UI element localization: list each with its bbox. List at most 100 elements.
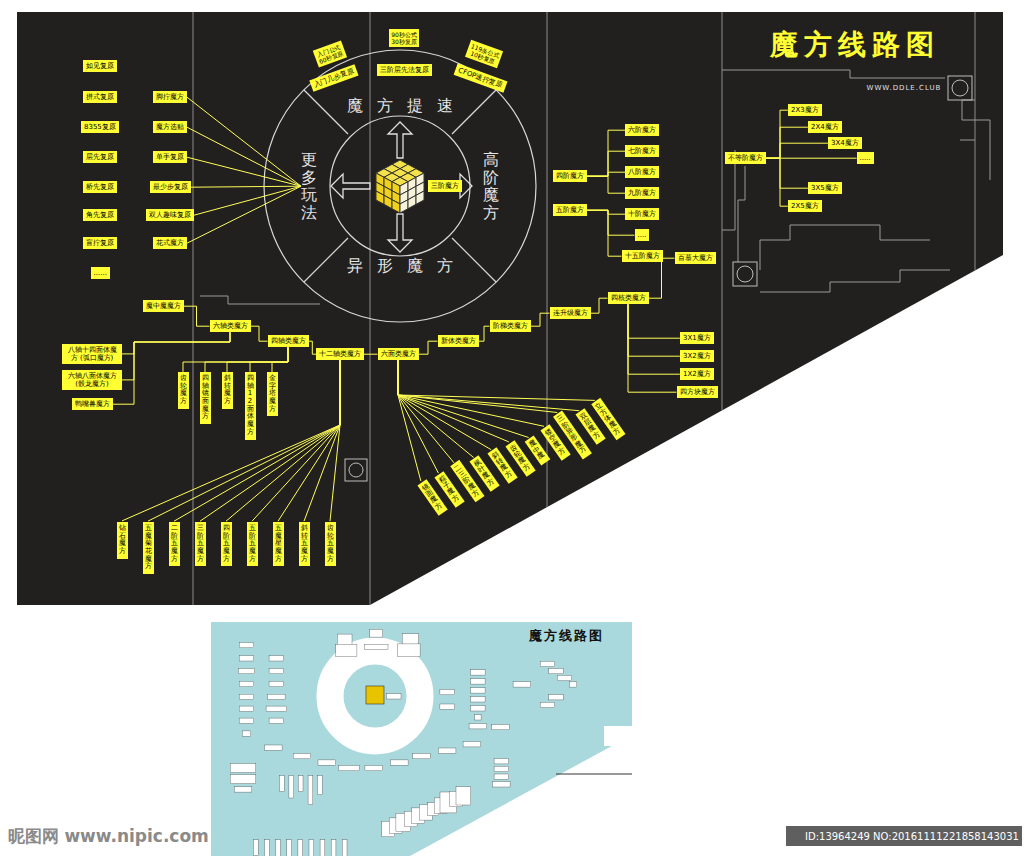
thumb-box <box>308 776 313 805</box>
connector <box>398 360 579 411</box>
box-label: 八轴十四面体魔方 (弧口魔方) <box>65 346 119 363</box>
box-label: 异形魔方 <box>347 257 467 275</box>
box-label: 四阶魔方 <box>556 172 584 180</box>
category-box: CFOP速拧复原 <box>453 63 507 93</box>
cube-sticker <box>408 195 416 208</box>
thumb-box <box>570 682 577 687</box>
connector <box>591 298 608 313</box>
thumb-box <box>239 694 254 699</box>
category-box: 三阶魔方 <box>428 180 462 192</box>
category-box: 四阶魔方 <box>553 170 587 182</box>
category-box: 十阶魔方 <box>625 208 659 220</box>
category-box: 单手复原 <box>153 151 187 163</box>
category-box: 魔方选贴 <box>153 121 187 133</box>
box-label: 不等阶魔方 <box>728 154 763 162</box>
cube-sticker <box>400 200 408 213</box>
thumb-box <box>265 840 270 856</box>
connector <box>252 360 340 521</box>
thumb-box <box>494 766 508 771</box>
thumb-box <box>309 840 314 856</box>
category-box: 层先复原 <box>83 151 117 163</box>
thumb-box <box>230 764 256 773</box>
category-box: 2X3魔方 <box>788 104 822 116</box>
thumb-box <box>287 840 292 856</box>
category-box: 六面类魔方 <box>378 348 419 360</box>
thumb-box <box>471 679 486 684</box>
connector <box>309 341 317 354</box>
category-box: 十五阶魔方 <box>622 250 663 262</box>
vertical-box: 四轴镜面魔方 <box>200 372 211 424</box>
box-label: 三阶魔方 <box>431 182 459 190</box>
category-box: 8355复原 <box>81 121 119 133</box>
category-box: 六轴类魔方 <box>210 320 251 332</box>
category-box: 3X2魔方 <box>680 350 714 362</box>
box-label: 九阶魔方 <box>628 189 656 197</box>
category-box: 十二轴类魔方 <box>316 348 364 360</box>
thumb-box <box>397 644 420 657</box>
box-label: 层先复原 <box>86 153 114 161</box>
thumb-box <box>254 840 259 856</box>
rubik-cube <box>376 160 424 213</box>
category-box: 盲拧复原 <box>83 237 117 249</box>
box-label: CFOP速拧复原 <box>456 66 503 90</box>
connector <box>187 97 301 186</box>
box-label: 四轴12面体魔方 <box>247 375 254 437</box>
thumb-title: 魔方线路图 <box>529 627 604 645</box>
box-label: 魔中魔 <box>528 439 547 462</box>
box-label: 新体类魔方 <box>441 337 476 345</box>
box-label: 三阶五魔方 <box>197 525 204 563</box>
vertical-box: 金字塔魔方 <box>267 372 278 416</box>
vertical-box: 四阶五魔方 <box>221 522 232 566</box>
thumb-box <box>492 725 510 730</box>
thumb-box <box>438 748 456 753</box>
category-box: 连升级魔方 <box>550 307 591 319</box>
box-label: 8355复原 <box>84 123 116 131</box>
thumb-box <box>342 840 347 856</box>
thumb-boxes <box>230 629 577 856</box>
box-label: 五阶魔方 <box>556 206 584 214</box>
vertical-box: 五魔星魔方 <box>273 522 284 566</box>
formula-tag: 119条公式 10秒复原 <box>465 40 503 69</box>
thumb-box <box>269 681 284 686</box>
category-box: 双人趣味复原 <box>146 209 194 221</box>
connector <box>122 332 230 380</box>
box-label: 四方块魔方 <box>680 388 715 396</box>
connector <box>364 354 378 355</box>
thumb-box <box>298 840 303 856</box>
watermark: 昵图网 www.nipic.com <box>8 825 209 848</box>
connector <box>187 157 301 186</box>
connector <box>587 176 625 193</box>
connector <box>766 158 808 188</box>
ring-word: 高阶魔方 <box>483 151 499 221</box>
box-label: 1X2魔方 <box>683 370 711 378</box>
thumb-box <box>471 670 486 675</box>
box-label: 十五阶魔方 <box>625 252 660 260</box>
formula-tag: 入门公式 60秒复原 <box>313 40 347 68</box>
thumb-cube <box>366 686 384 704</box>
box-label: 角先复原 <box>86 211 114 219</box>
box-label: 2X5魔方 <box>791 202 819 210</box>
category-box: 五阶魔方 <box>553 204 587 216</box>
category-box: 百慕大魔方 <box>675 252 716 264</box>
connector <box>194 186 301 215</box>
category-box: ...... <box>91 267 110 279</box>
box-label: ...... <box>94 269 107 277</box>
thumb-box <box>318 760 336 765</box>
thumb-box <box>293 754 311 759</box>
category-box: 新体类魔方 <box>438 335 479 347</box>
thumb-box <box>475 715 481 720</box>
thumb-box <box>557 675 571 680</box>
vertical-box: 斜转魔方 <box>222 372 233 409</box>
category-box: 四轴类魔方 <box>268 335 309 347</box>
ring-word: 异形魔方 <box>347 257 467 275</box>
category-box: 脚拧魔方 <box>153 91 187 103</box>
thumb-box <box>463 742 481 747</box>
thumb-box <box>440 704 455 709</box>
box-label: 高阶魔方 <box>483 151 499 221</box>
cube-sticker <box>416 191 424 204</box>
thumb-box <box>298 776 303 792</box>
thumb-box <box>336 644 357 656</box>
thumb-box <box>549 669 563 674</box>
thumb-box <box>265 745 283 750</box>
